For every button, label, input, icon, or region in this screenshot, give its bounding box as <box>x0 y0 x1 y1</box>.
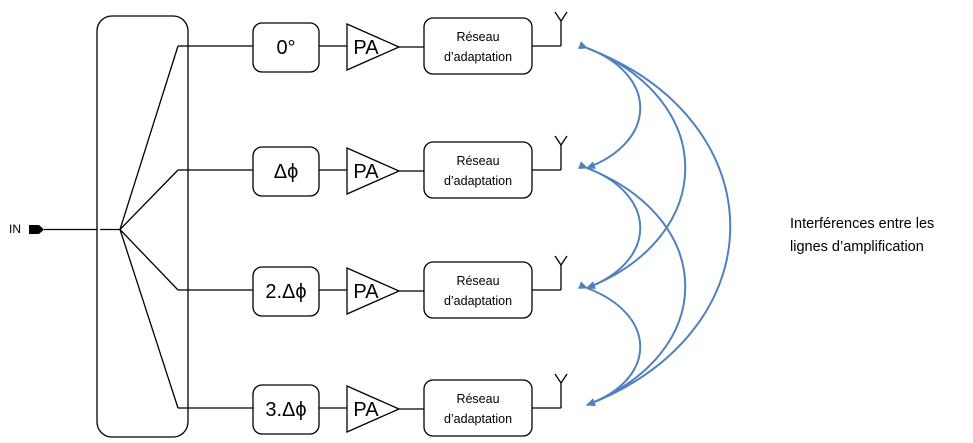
phase-shifter <box>252 22 320 73</box>
matching-network-label-line2: d’adaptation <box>444 174 512 188</box>
power-splitter <box>96 15 189 438</box>
channel-3: 2.Δϕ PA Réseau d’adaptation <box>188 255 568 319</box>
interference-arc-1-3 <box>578 41 687 289</box>
matching-network-label-line1: Réseau <box>456 30 499 44</box>
amplifier-label: PA <box>353 281 379 303</box>
interference-arc-1-2 <box>578 41 642 169</box>
input-arrow-icon <box>29 225 44 234</box>
matching-network <box>423 379 533 437</box>
channel-4: 3.Δϕ PA Réseau d’adaptation <box>188 373 568 437</box>
amplifier-label: PA <box>353 161 379 183</box>
matching-network-label-line2: d’adaptation <box>444 294 512 308</box>
splitter-fan <box>100 45 188 409</box>
matching-network <box>423 141 533 199</box>
antenna-icon <box>554 11 568 46</box>
phase-shifter <box>252 384 320 435</box>
amplifier-label: PA <box>353 37 379 59</box>
phase-label: 3.Δϕ <box>265 399 306 421</box>
annotation-line2: lignes d’amplification <box>790 239 924 255</box>
channel-2: Δϕ PA Réseau d’adaptation <box>188 135 568 199</box>
triangle-amplifier-icon <box>346 147 401 195</box>
antenna-icon <box>554 135 568 170</box>
triangle-amplifier-icon <box>346 385 401 433</box>
matching-network-label-line1: Réseau <box>456 154 499 168</box>
interference-arc-2-4 <box>578 161 687 406</box>
interference-arc-1-4 <box>578 41 732 406</box>
triangle-amplifier-icon <box>346 23 401 71</box>
matching-network-label-line2: d’adaptation <box>444 412 512 426</box>
phase-shifter <box>252 266 320 317</box>
matching-network <box>423 261 533 319</box>
matching-network-label-line2: d’adaptation <box>444 50 512 64</box>
matching-network <box>423 17 533 75</box>
channel-1: 0° PA Réseau d’adaptation <box>188 11 568 75</box>
phase-label: 2.Δϕ <box>265 281 306 303</box>
antenna-icon <box>554 255 568 290</box>
interference-arc-2-3 <box>578 161 642 289</box>
phase-shifter <box>252 146 320 197</box>
interference-arc-3-4 <box>578 281 642 406</box>
interference-annotation: Interférences entre les lignes d’amplifi… <box>790 213 973 259</box>
matching-network-label-line1: Réseau <box>456 274 499 288</box>
phase-label: Δϕ <box>274 161 299 183</box>
matching-network-label-line1: Réseau <box>456 392 499 406</box>
phase-label: 0° <box>276 37 295 59</box>
annotation-line1: Interférences entre les <box>790 216 935 232</box>
triangle-amplifier-icon <box>346 267 401 315</box>
antenna-icon <box>554 373 568 408</box>
amplifier-label: PA <box>353 399 379 421</box>
input-label: IN <box>9 222 21 236</box>
interference-arcs <box>578 41 732 406</box>
